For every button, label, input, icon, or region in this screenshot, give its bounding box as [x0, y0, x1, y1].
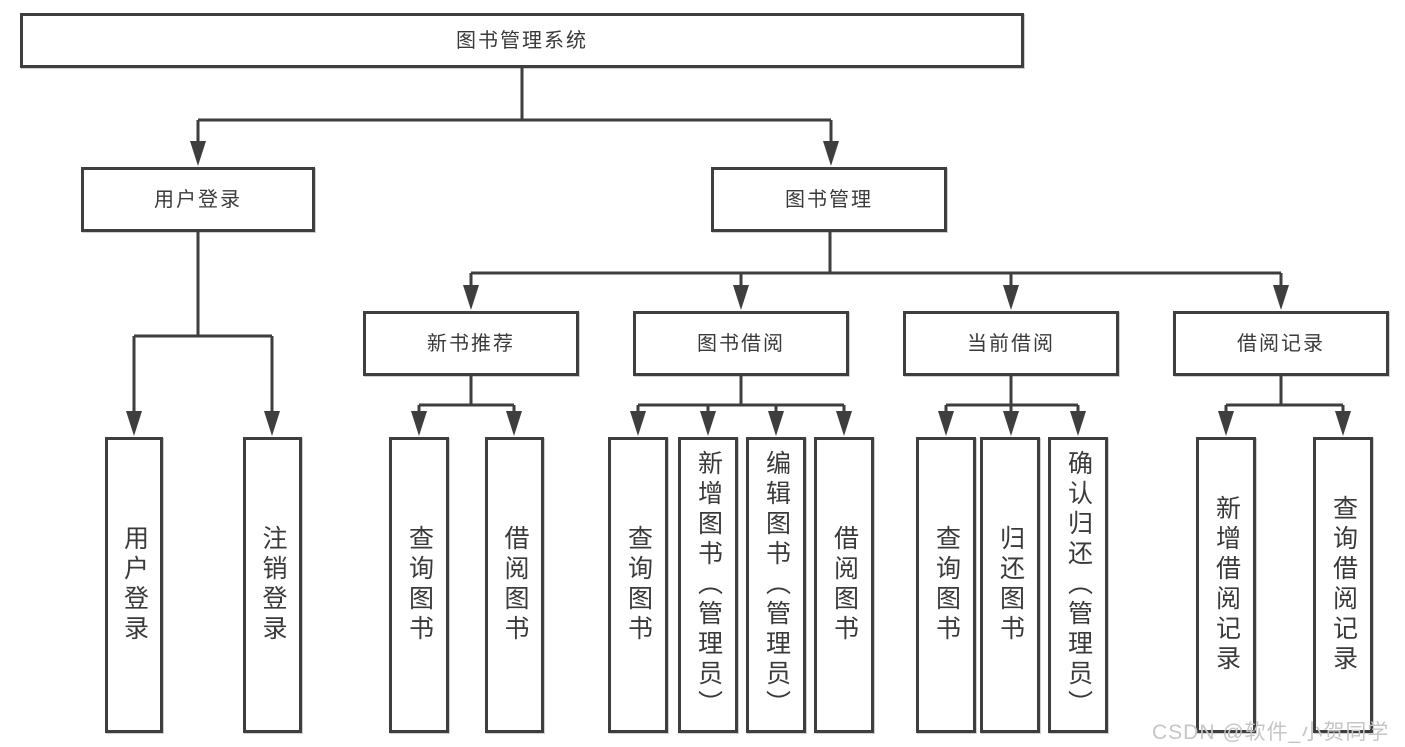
- leaf-return-books: 归还图书: [980, 437, 1040, 733]
- node-new-book-recommend: 新书推荐: [363, 311, 579, 376]
- node-book-borrowing: 图书借阅: [633, 311, 849, 376]
- leaf-borrow-books-recommend: 借阅图书: [485, 437, 544, 733]
- leaf-query-books-current: 查询图书: [916, 437, 976, 733]
- leaf-edit-book-admin: 编辑图书（管理员）: [746, 437, 806, 733]
- leaf-query-books-recommend: 查询图书: [389, 437, 449, 733]
- csdn-watermark: CSDN @软件_小贺同学: [1152, 721, 1390, 744]
- leaf-query-books-borrowing: 查询图书: [608, 437, 668, 733]
- leaf-add-book-admin: 新增图书（管理员）: [678, 437, 738, 733]
- leaf-user-login: 用户登录: [105, 437, 163, 733]
- leaf-borrow-books-borrowing: 借阅图书: [814, 437, 874, 733]
- leaf-logout: 注销登录: [243, 437, 302, 733]
- node-borrowing-records: 借阅记录: [1173, 311, 1389, 376]
- leaf-confirm-return-admin: 确认归还（管理员）: [1048, 437, 1108, 733]
- node-book-management: 图书管理: [711, 167, 947, 232]
- node-root: 图书管理系统: [20, 13, 1024, 68]
- node-user-login: 用户登录: [81, 167, 315, 232]
- leaf-query-borrow-record: 查询借阅记录: [1313, 437, 1373, 733]
- node-current-borrowing: 当前借阅: [903, 311, 1119, 376]
- leaf-add-borrow-record: 新增借阅记录: [1196, 437, 1256, 733]
